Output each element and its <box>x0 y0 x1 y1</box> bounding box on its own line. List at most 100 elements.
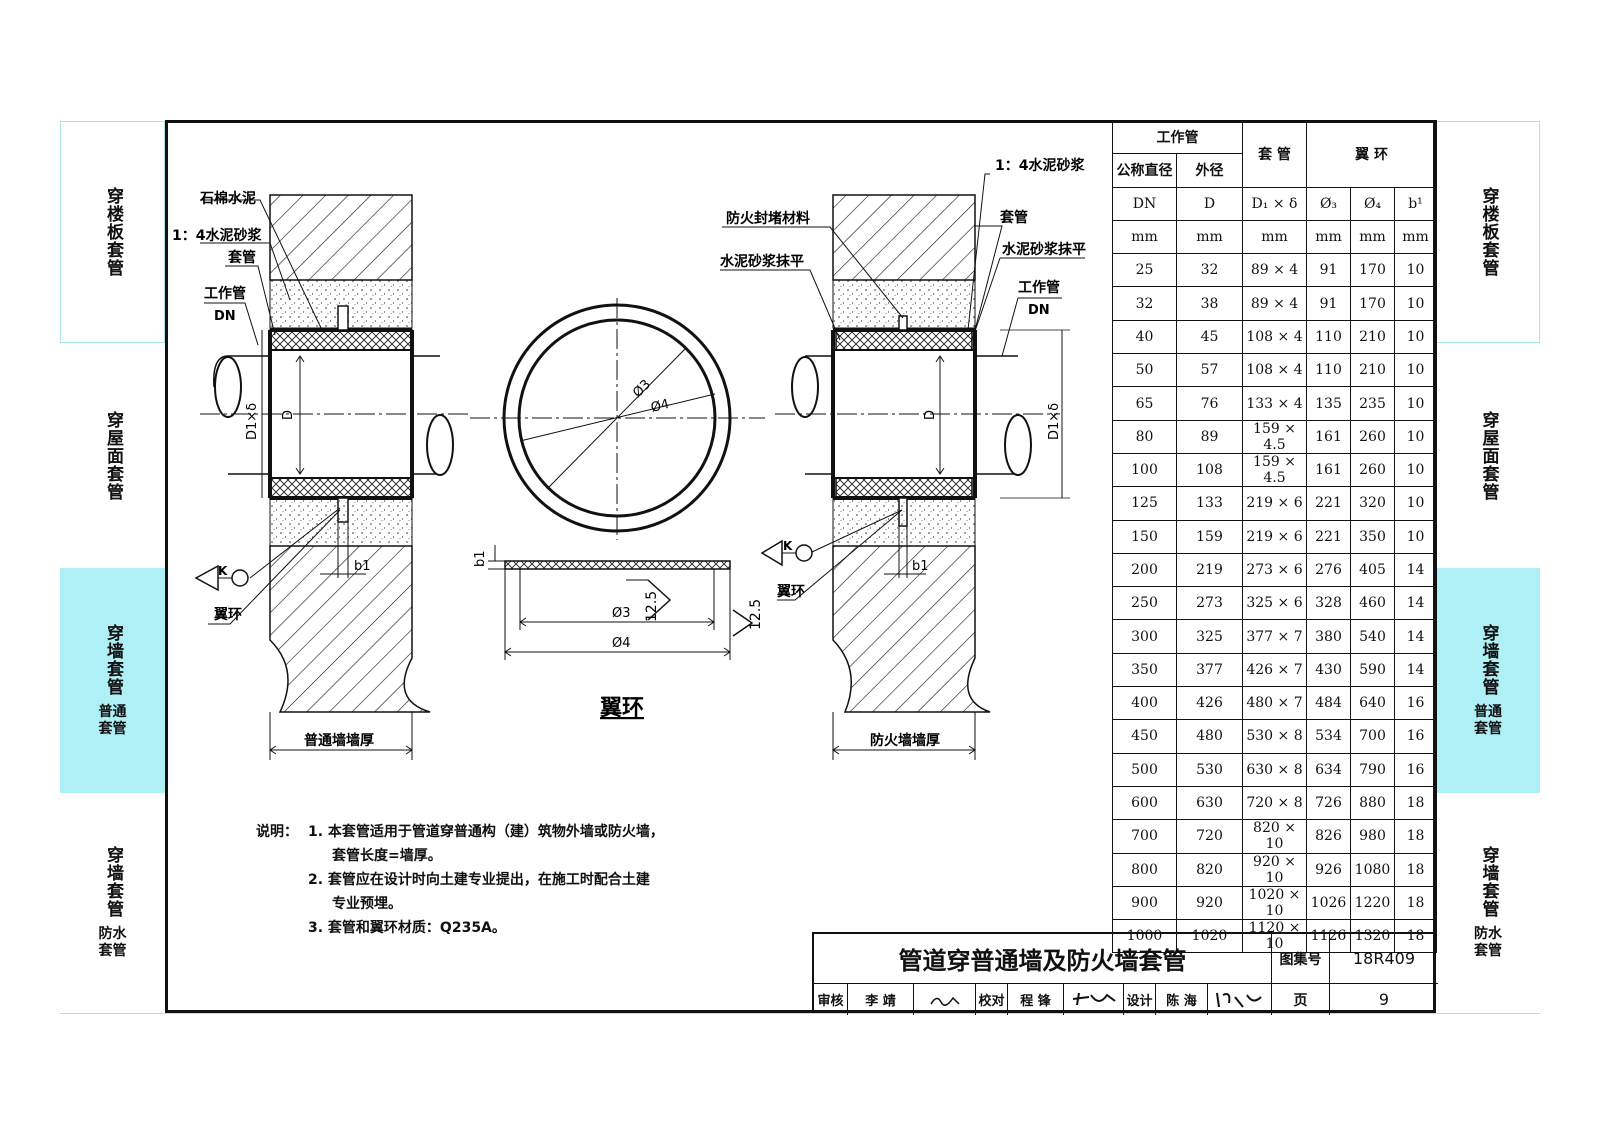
wall-lower-hatch <box>269 545 431 713</box>
table-cell: 10 <box>1393 452 1438 488</box>
signature-icon <box>929 996 960 1006</box>
table-cell: 159 × 4.5 <box>1242 452 1307 488</box>
mortar-lower <box>269 497 413 547</box>
note-item: 1. 本套管适用于管道穿普通构（建）筑物外墙或防火墙， <box>308 824 664 840</box>
spec-table: 工作管 套 管 翼 环 公称直径 外径 DN D D₁ × δ Ø₃ Ø₄ b¹… <box>1112 119 1438 954</box>
left-tab-floor-sleeve[interactable]: 穿楼板套管 <box>60 121 165 343</box>
table-cell: 1020 × 10 <box>1242 885 1307 921</box>
table-cell: 820 × 10 <box>1242 819 1307 854</box>
table-cell: 10 <box>1393 253 1438 288</box>
table-cell: 726 <box>1306 785 1351 821</box>
table-cell: 826 <box>1306 819 1351 854</box>
wing-ring-drawing <box>470 298 765 660</box>
table-cell: 16 <box>1393 719 1438 754</box>
table-cell: 10 <box>1393 386 1438 421</box>
table-cell: 276 <box>1306 552 1351 588</box>
label-wing-ring: 翼环 <box>776 584 805 600</box>
note-item: 3. 套管和翼环材质：Q235A。 <box>308 920 506 936</box>
table-cell: 980 <box>1350 819 1395 854</box>
label-weld-size-2: 12.5 <box>748 599 764 630</box>
label-sleeve: 套管 <box>228 249 256 266</box>
tab-label: 穿屋面套管 <box>103 410 123 501</box>
table-cell: 219 × 6 <box>1242 486 1307 521</box>
table-cell: 10 <box>1393 486 1438 521</box>
table-cell: 14 <box>1393 586 1438 621</box>
table-cell: 200 <box>1112 552 1177 588</box>
table-cell: 1320 <box>1350 919 1395 954</box>
table-cell: 540 <box>1350 619 1395 654</box>
label-dn: DN <box>214 309 236 324</box>
table-cell: 1080 <box>1350 852 1395 887</box>
table-cell: 170 <box>1350 286 1395 321</box>
table-cell: 634 <box>1306 752 1351 787</box>
table-cell: 76 <box>1176 386 1243 421</box>
tab-label: 穿墙套管 <box>1478 623 1499 696</box>
wing-ring-upper <box>898 315 908 331</box>
table-cell: 89 <box>1176 419 1243 454</box>
left-tab-wall-sleeve-waterproof[interactable]: 穿墙套管 防水套管 <box>60 793 165 1013</box>
left-wall-section <box>194 194 470 760</box>
table-cell: 880 <box>1350 785 1395 821</box>
unit-cell: mm <box>1350 219 1395 255</box>
symbol-cell: DN <box>1112 186 1177 221</box>
table-cell: 325 × 6 <box>1242 586 1307 621</box>
table-cell: 133 × 4 <box>1242 386 1307 421</box>
table-cell: 460 <box>1350 586 1395 621</box>
note-item: 2. 套管应在设计时向土建专业提出，在施工时配合土建 <box>308 872 650 888</box>
table-cell: 273 <box>1176 586 1243 621</box>
table-cell: 250 <box>1112 586 1177 621</box>
table-cell: 630 × 8 <box>1242 752 1307 787</box>
table-cell: 210 <box>1350 319 1395 355</box>
table-cell: 1220 <box>1350 885 1395 921</box>
table-cell: 65 <box>1112 386 1177 421</box>
table-cell: 14 <box>1393 652 1438 688</box>
right-tab-wall-sleeve-normal[interactable]: 穿墙套管 普通套管 <box>1436 568 1540 793</box>
label-mortar-flat-right: 水泥砂浆抹平 <box>1002 241 1086 258</box>
notes: 说明： 1. 本套管适用于管道穿普通构（建）筑物外墙或防火墙， 套管长度=墙厚。… <box>256 820 664 940</box>
table-cell: 18 <box>1393 885 1438 921</box>
label-weld-size: 12.5 <box>644 591 660 622</box>
left-tab-wall-sleeve-normal[interactable]: 穿墙套管 普通套管 <box>60 568 165 793</box>
checker-signature <box>1064 984 1124 1015</box>
unit-cell: mm <box>1393 219 1438 255</box>
table-cell: 600 <box>1112 785 1177 821</box>
table-cell: 38 <box>1176 286 1243 321</box>
left-drawing-labels: 石棉水泥 1：4水泥砂浆 套管 工作管 DN D D1×δ b1 K 翼环 普通… <box>172 190 374 749</box>
table-cell: 920 <box>1176 885 1243 921</box>
table-cell: 10 <box>1393 286 1438 321</box>
label-d: D <box>281 410 296 420</box>
note-item: 专业预埋。 <box>332 896 402 912</box>
table-cell: 108 × 4 <box>1242 353 1307 388</box>
table-cell: 920 × 10 <box>1242 852 1307 887</box>
unit-cell: mm <box>1242 219 1307 255</box>
symbol-cell: D₁ × δ <box>1242 186 1307 221</box>
reviewer-signature <box>914 984 976 1015</box>
label-k: K <box>218 564 228 578</box>
design-label: 设计 <box>1124 984 1156 1015</box>
table-cell: 530 × 8 <box>1242 719 1307 754</box>
table-cell: 100 <box>1112 452 1177 488</box>
table-cell: 1000 <box>1112 919 1177 954</box>
label-mortar: 1：4水泥砂浆 <box>172 227 262 244</box>
left-tab-roof-sleeve[interactable]: 穿屋面套管 <box>60 343 165 568</box>
table-cell: 57 <box>1176 353 1243 388</box>
table-cell: 320 <box>1350 486 1395 521</box>
table-cell: 16 <box>1393 752 1438 787</box>
table-cell: 430 <box>1306 652 1351 688</box>
label-mortar: 1：4水泥砂浆 <box>995 157 1085 174</box>
check-label: 校对 <box>976 984 1008 1015</box>
atlas-number: 18R409 <box>1330 934 1438 984</box>
right-tab-roof-sleeve[interactable]: 穿屋面套管 <box>1436 343 1540 568</box>
label-asbestos-cement: 石棉水泥 <box>199 190 256 207</box>
label-phi4: Ø4 <box>649 397 671 416</box>
wall-upper-hatch <box>269 194 413 281</box>
right-tab-wall-sleeve-waterproof[interactable]: 穿墙套管 防水套管 <box>1436 793 1540 1013</box>
